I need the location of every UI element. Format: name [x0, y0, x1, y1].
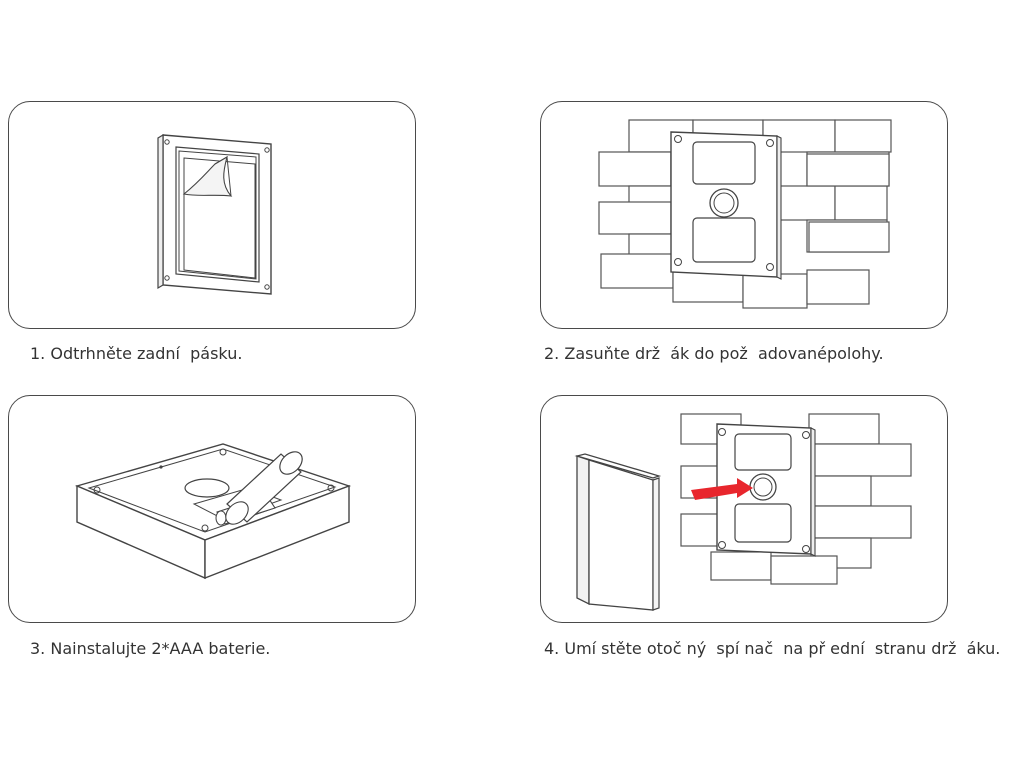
wall-mount-illustration — [598, 119, 892, 309]
step-1-caption: 1. Odtrhněte zadní pásku. — [30, 344, 243, 363]
mounting-plate — [670, 131, 782, 280]
peel-tape-illustration — [157, 133, 272, 295]
insert-arrow-icon — [691, 478, 753, 500]
battery-install-illustration — [74, 443, 352, 580]
step-3-panel — [8, 395, 416, 623]
step-2-caption: 2. Zasuňte drž ák do pož adovanépolohy. — [544, 344, 884, 363]
attach-switch-illustration — [574, 413, 912, 611]
step-1-panel — [8, 101, 416, 329]
battery-icon — [225, 451, 303, 525]
step-4-panel — [540, 395, 948, 623]
step-3-caption: 3. Nainstalujte 2*AAA baterie. — [30, 639, 271, 658]
brick-wall — [680, 413, 912, 585]
mounting-plate — [716, 423, 816, 557]
step-4-caption: 4. Umí stěte otoč ný spí nač na př ední … — [544, 639, 1001, 658]
rotary-switch-panel — [574, 453, 662, 611]
step-2-panel — [540, 101, 948, 329]
